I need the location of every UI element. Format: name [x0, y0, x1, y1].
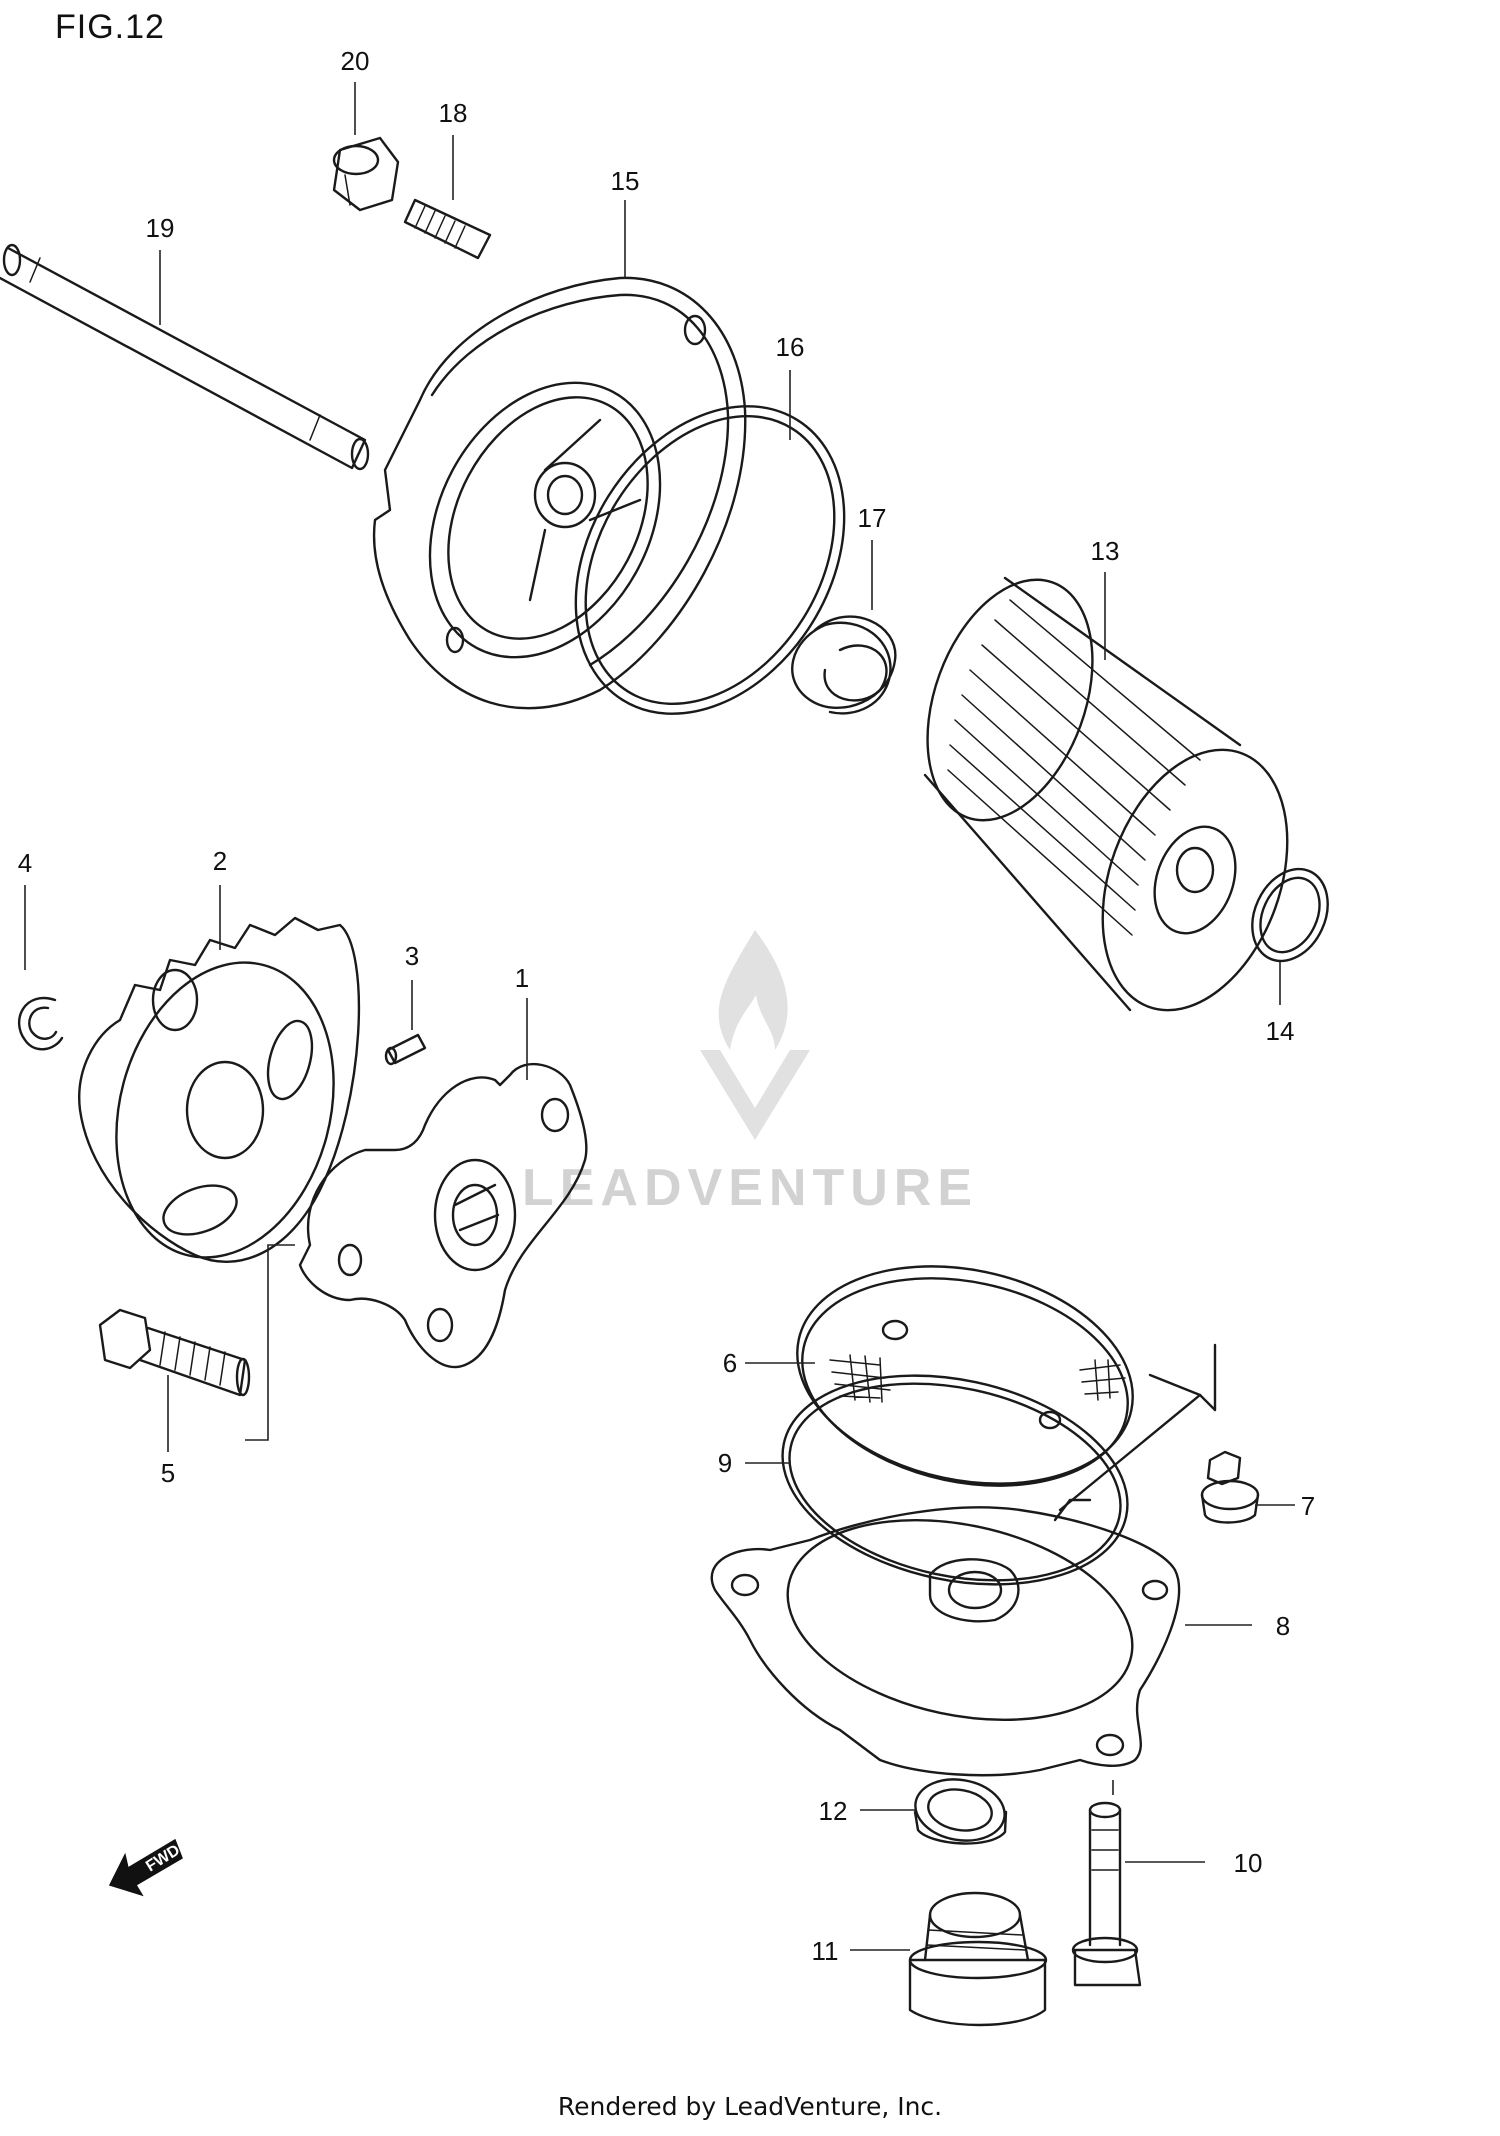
part-17-spring — [791, 615, 897, 715]
part-14-o-ring — [1251, 867, 1329, 963]
callout-15: 15 — [611, 166, 640, 196]
part-5-bolt — [98, 1308, 251, 1397]
watermark-text: LEADVENTURE — [522, 1159, 978, 1217]
part-19-shaft — [0, 243, 370, 471]
callout-7: 7 — [1301, 1491, 1315, 1521]
callout-14: 14 — [1266, 1016, 1295, 1046]
part-20-nut — [332, 136, 400, 212]
part-1-oil-pump — [298, 1062, 588, 1369]
part-7-bolt — [1200, 1450, 1260, 1524]
callout-20: 20 — [341, 46, 370, 76]
part-11-drain-plug — [908, 1891, 1048, 2027]
callout-19: 19 — [146, 213, 175, 243]
leader-lines — [24, 82, 1295, 1951]
callout-10: 10 — [1234, 1848, 1263, 1878]
callout-12: 12 — [819, 1796, 848, 1826]
filter-pleats — [947, 599, 1201, 936]
part-8-oil-pan-cover — [710, 1343, 1217, 1777]
callout-17: 17 — [858, 503, 887, 533]
callout-5: 5 — [161, 1458, 175, 1488]
figure-label: FIG.12 — [55, 8, 165, 46]
part-10-bolt — [1071, 1801, 1142, 1987]
part-13-oil-filter — [923, 576, 1289, 1012]
part-3-pin — [384, 1033, 427, 1066]
callout-2: 2 — [213, 846, 227, 876]
callout-11: 11 — [812, 1936, 839, 1966]
callout-9: 9 — [718, 1448, 732, 1478]
callout-4: 4 — [18, 848, 32, 878]
footer-credit: Rendered by LeadVenture, Inc. — [558, 2092, 942, 2121]
part-12-washer — [913, 1778, 1008, 1845]
callout-13: 13 — [1091, 536, 1120, 566]
fwd-direction-arrow: FWD — [108, 1838, 183, 1897]
part-9-gasket — [781, 1374, 1129, 1586]
callout-8: 8 — [1276, 1611, 1290, 1641]
leadventure-watermark: LEADVENTURE — [522, 930, 978, 1217]
callout-16: 16 — [776, 332, 805, 362]
callout-1: 1 — [515, 963, 529, 993]
callout-3: 3 — [405, 941, 419, 971]
callout-18: 18 — [439, 98, 468, 128]
part-15-pump-body — [372, 276, 747, 710]
part-16-o-ring — [574, 405, 846, 715]
part-6-oil-strainer — [796, 1265, 1134, 1487]
part-18-stud — [403, 198, 492, 260]
callout-6: 6 — [723, 1348, 737, 1378]
part-2-gear — [78, 916, 361, 1263]
part-4-circlip — [17, 996, 64, 1051]
callout-labels: 1 2 3 4 5 6 7 8 9 10 11 12 13 14 15 16 1… — [18, 46, 1315, 1966]
